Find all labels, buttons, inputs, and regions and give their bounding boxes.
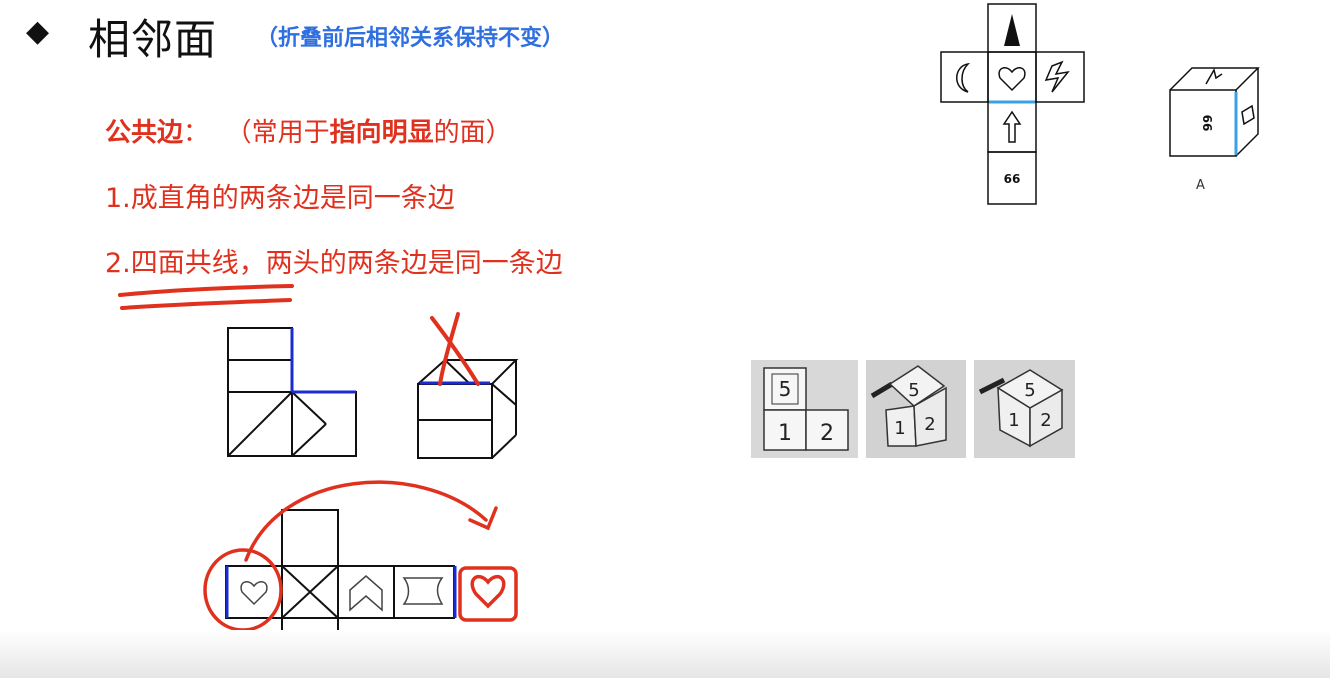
photo-3-digit-2: 2: [1040, 410, 1051, 431]
answer-cube-diagram: [1169, 67, 1260, 157]
photo-3-digit-1: 1: [1008, 410, 1019, 431]
answer-option-label: A: [1196, 178, 1205, 193]
photo-3-digit-5: 5: [1024, 380, 1035, 401]
lightning-bolt-icon: [1044, 60, 1070, 93]
paper-fold-photo-2: 5 1 2: [866, 360, 966, 458]
bottom-fade-bar: [0, 630, 1330, 678]
rule-heading: 公共边： （常用于指向明显的面）: [105, 112, 512, 149]
arrow-up-icon: [1002, 110, 1022, 143]
underline-annotation: [118, 284, 294, 310]
lightning-icon: [402, 577, 444, 605]
net-bottom-face-label: 66: [1004, 172, 1021, 186]
cross-net-red-annotations: [203, 480, 518, 632]
rule-2-rest-text: ，两头的两条边是同一条边: [238, 248, 563, 279]
top-right-net-diagram: [940, 3, 1085, 205]
paper-fold-photo-3: 5 1 2: [974, 360, 1075, 458]
photo-1-digit-1: 1: [778, 421, 792, 446]
rule-heading-emphasis: 指向明显: [329, 118, 434, 148]
heart-icon: [240, 581, 268, 606]
rule-2-text: 2.四面共线，两头的两条边是同一条边: [105, 241, 563, 280]
rule-heading-paren-close: 的面）: [433, 118, 512, 148]
rule-heading-paren-open: （常用于: [225, 118, 330, 148]
moon-icon: [956, 62, 971, 93]
photo-2-digit-2: 2: [924, 414, 935, 435]
photo-2-digit-5: 5: [908, 380, 919, 401]
cross-net-blue-edges: [225, 566, 457, 618]
heart-outline-icon: [998, 67, 1026, 92]
triangle-icon: [1004, 14, 1020, 46]
right-angle-blue-edges: [290, 328, 356, 394]
rule-1-text: 1.成直角的两条边是同一条边: [105, 183, 455, 214]
photo-1-digit-2: 2: [820, 421, 834, 446]
photo-2-digit-1: 1: [894, 418, 905, 439]
wrong-cross-annotation: [430, 312, 480, 386]
paper-fold-photo-1: 5 1 2: [751, 360, 858, 458]
page-subtitle: （折叠前后相邻关系保持不变）: [256, 26, 565, 51]
title-bullet-icon: ◆: [26, 14, 50, 49]
rule-heading-colon: ：: [183, 118, 210, 148]
folded-cube-diagram: [417, 359, 519, 459]
rule-heading-term: 公共边: [105, 118, 184, 148]
page-title: 相邻面: [88, 15, 218, 64]
photo-1-digit-5: 5: [779, 377, 792, 401]
cube-front-face-label: 66: [1200, 115, 1214, 132]
chevron-up-icon: [349, 575, 383, 612]
rule-2-underlined-text: 2.四面共线: [105, 248, 239, 279]
